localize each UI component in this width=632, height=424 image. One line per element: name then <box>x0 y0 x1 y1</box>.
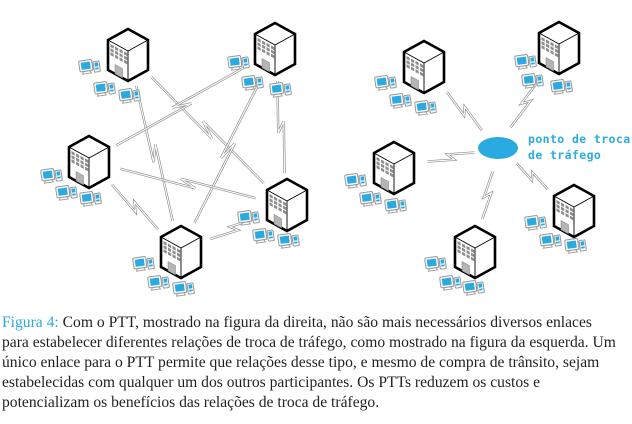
desktop-pc-icon <box>92 79 116 98</box>
desktop-pc-icon <box>549 77 573 96</box>
mesh-links-layer <box>110 64 286 241</box>
building-icon <box>265 177 309 233</box>
desktop-pc-icon <box>39 166 63 185</box>
lightning-bolt-link-icon <box>515 162 549 191</box>
building-icon <box>372 140 416 196</box>
figure-number-label: Figura 4: <box>2 314 59 331</box>
ptt-hub-label-line2: de tráfego <box>528 148 601 162</box>
desktop-pc-icon <box>146 273 170 292</box>
desktop-pc-icon <box>343 171 367 190</box>
lightning-bolt-link-icon <box>427 151 475 163</box>
building-icon <box>402 39 446 95</box>
desktop-pc-icon <box>276 231 300 250</box>
desktop-pc-icon <box>461 278 485 297</box>
lightning-bolt-link-icon <box>119 167 257 200</box>
building-icon <box>67 134 111 190</box>
desktop-pc-icon <box>226 53 250 72</box>
desktop-pc-icon <box>383 196 407 215</box>
desktop-pc-icon <box>373 73 397 92</box>
lightning-bolt-link-icon <box>481 171 494 220</box>
desktop-pc-icon <box>236 208 260 227</box>
building-icon <box>106 27 150 83</box>
lightning-bolt-link-icon <box>445 91 483 131</box>
desktop-pc-icon <box>171 279 195 298</box>
building-icon <box>253 21 297 77</box>
lightning-bolt-link-icon <box>509 76 543 129</box>
lightning-bolt-link-icon <box>135 85 174 222</box>
desktop-pc-icon <box>131 254 155 273</box>
lightning-bolt-link-icon <box>115 64 249 147</box>
desktop-pc-icon <box>413 98 437 117</box>
building-icon <box>453 224 497 280</box>
desktop-pc-icon <box>117 86 141 105</box>
network-topology-diagrams: ponto de troca de tráfego <box>39 20 631 298</box>
lightning-bolt-link-icon <box>150 76 265 184</box>
star-links-layer <box>427 76 549 220</box>
desktop-pc-icon <box>538 231 562 250</box>
figure-caption-text: Com o PTT, mostrado na figura da direita… <box>2 314 616 411</box>
desktop-pc-icon <box>358 189 382 208</box>
lightning-bolt-link-icon <box>276 80 286 174</box>
desktop-pc-icon <box>563 236 587 255</box>
lightning-bolt-link-icon <box>193 77 263 224</box>
left-mesh-diagram <box>39 21 309 298</box>
desktop-pc-icon <box>438 273 462 292</box>
ptt-hub-ellipse <box>478 137 518 159</box>
lightning-bolt-link-icon <box>110 183 160 231</box>
desktop-pc-icon <box>54 183 78 202</box>
desktop-pc-icon <box>423 254 447 273</box>
figure-caption: Figura 4: Com o PTT, mostrado na figura … <box>0 313 622 413</box>
desktop-pc-icon <box>388 91 412 110</box>
desktop-pc-icon <box>251 226 275 245</box>
desktop-pc-icon <box>520 71 544 90</box>
desktop-pc-icon <box>77 57 101 76</box>
building-icon <box>537 20 581 76</box>
desktop-pc-icon <box>513 52 537 71</box>
desktop-pc-icon <box>240 73 264 92</box>
desktop-pc-icon <box>268 80 292 99</box>
ptt-hub-label-line1: ponto de troca <box>528 132 631 146</box>
desktop-pc-icon <box>523 213 547 232</box>
building-icon <box>552 183 596 239</box>
building-icon <box>159 224 203 280</box>
desktop-pc-icon <box>78 189 102 208</box>
